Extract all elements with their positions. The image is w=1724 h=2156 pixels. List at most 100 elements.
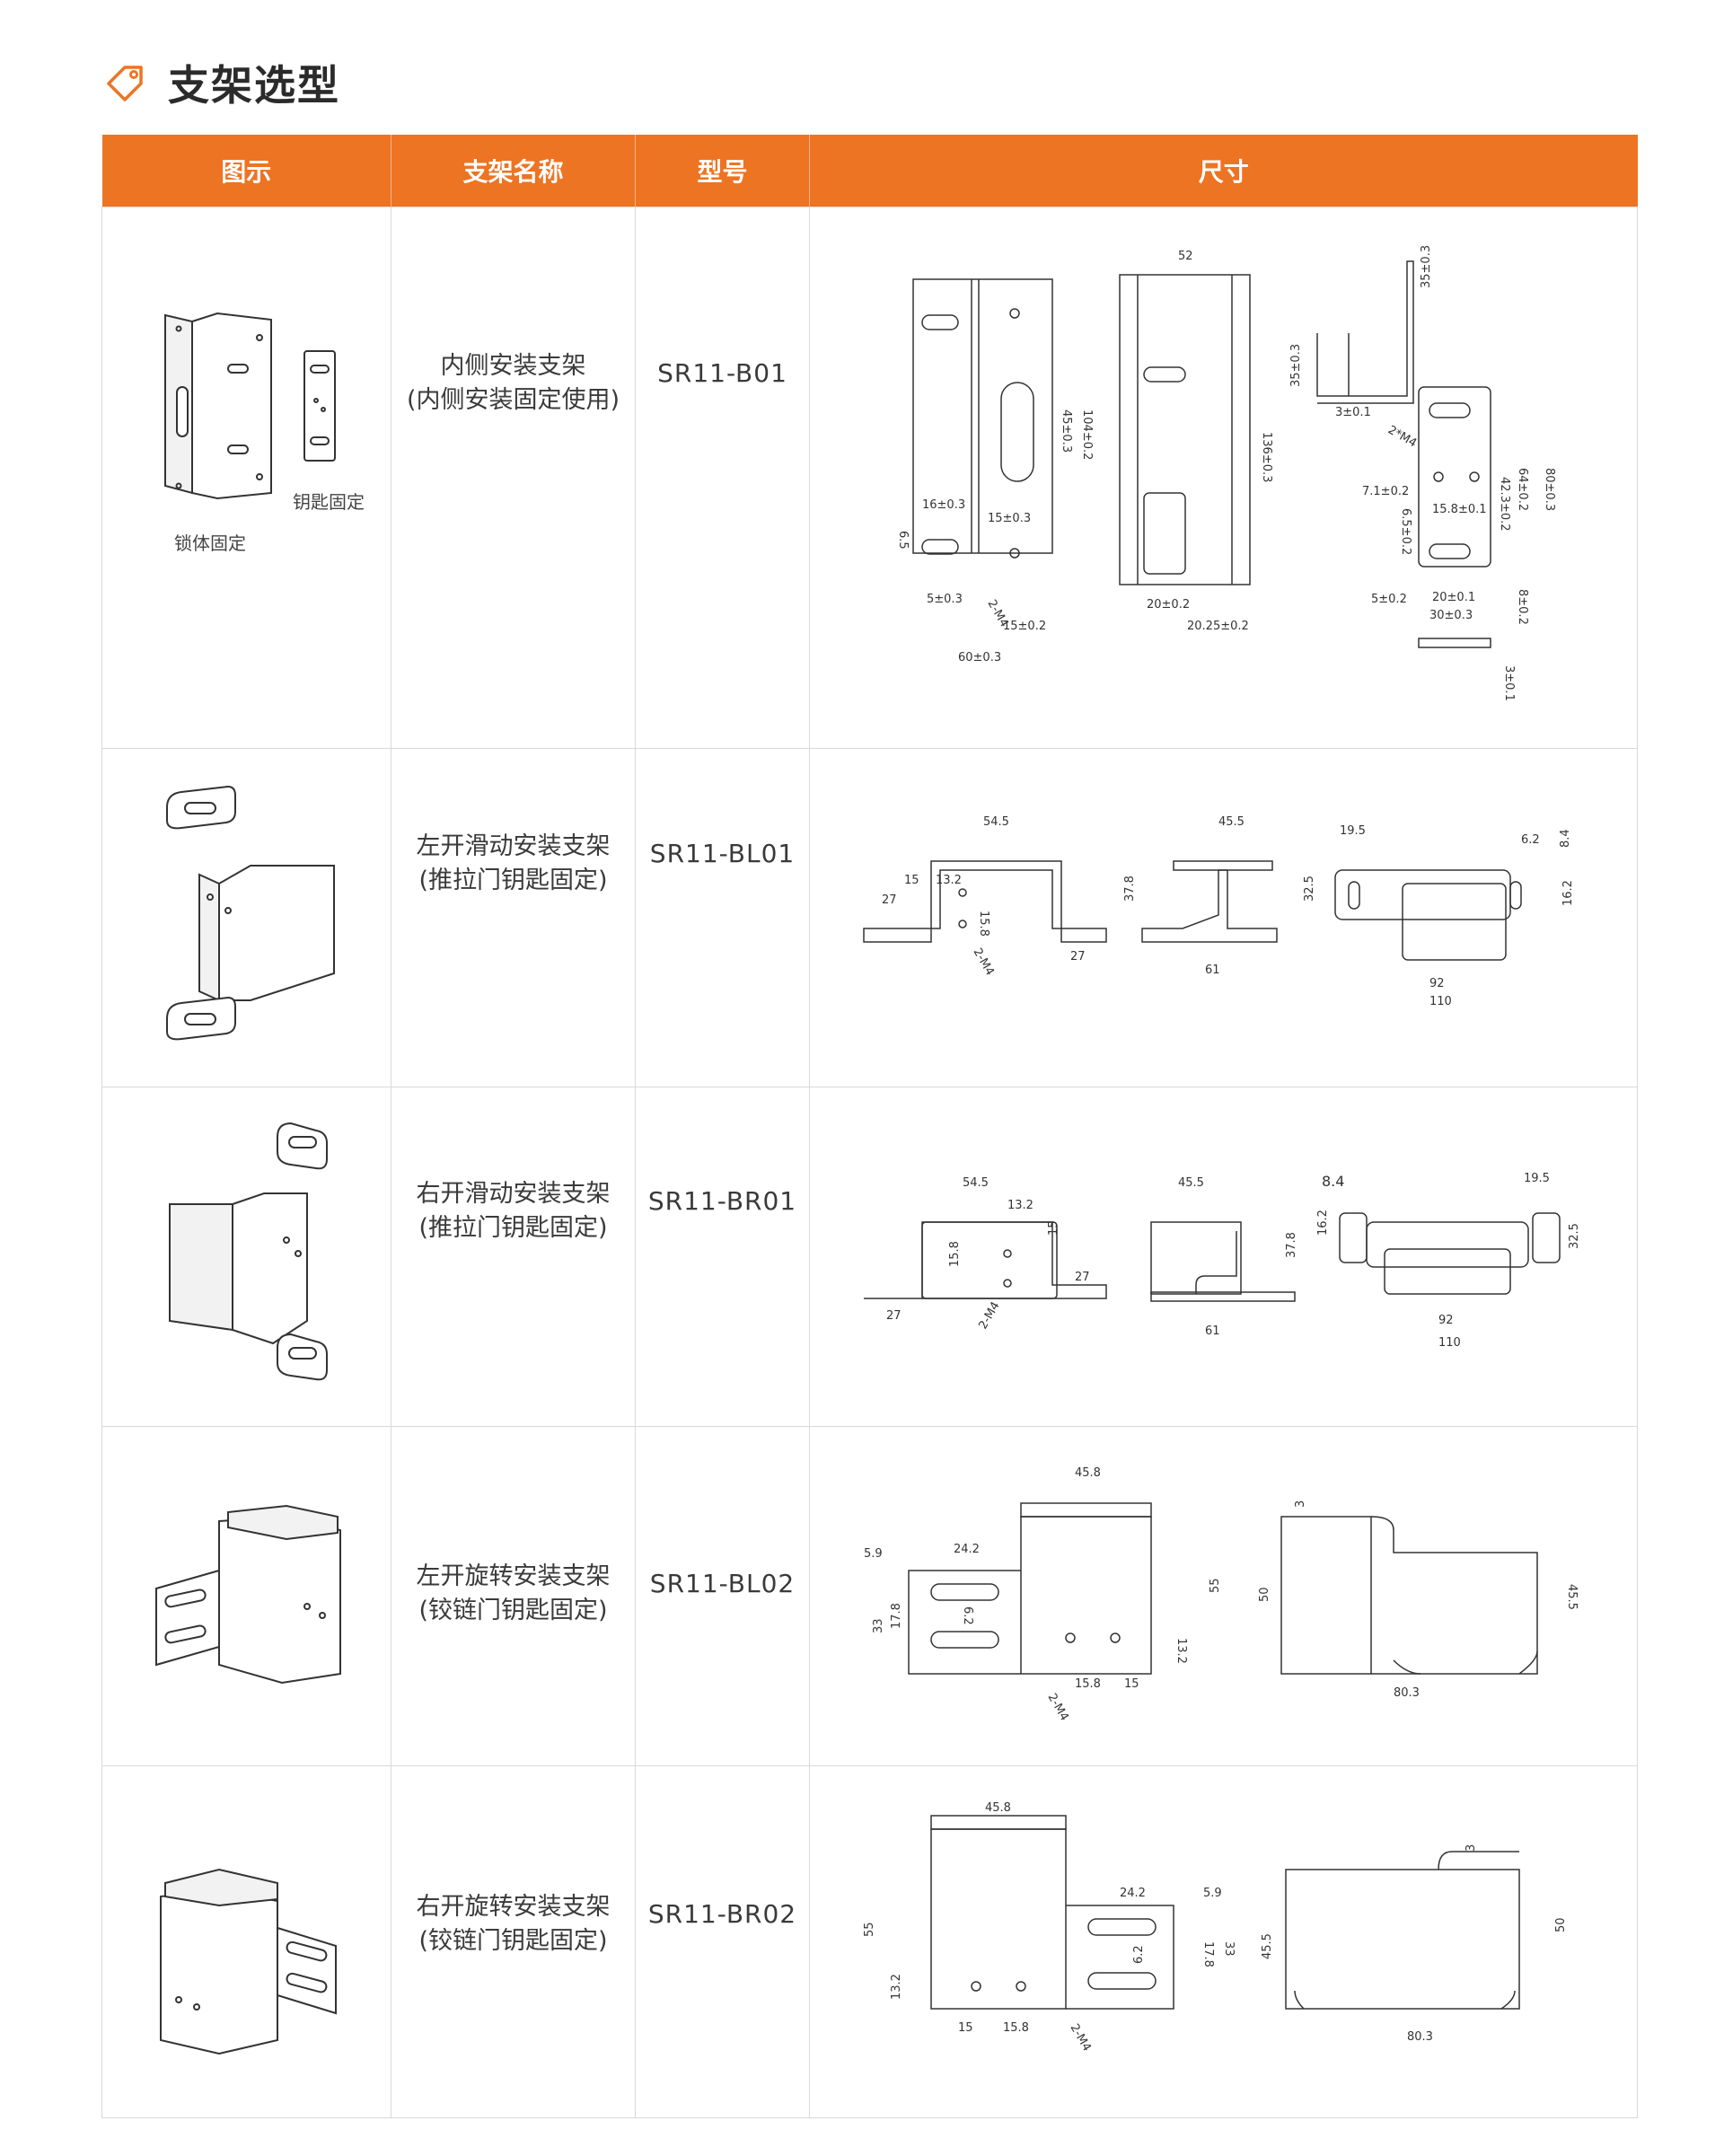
dimension-drawing-cell: 45.8 5.9 24.2 33 17.8 6.2 55 13.2 15.8 1… <box>809 1426 1638 1766</box>
illustration-cell: 钥匙固定 锁体固定 <box>101 207 391 749</box>
bracket-selection-table: 图示 支架名称 型号 尺寸 <box>101 135 1638 2118</box>
dim-label: 13.2 <box>1007 1199 1034 1212</box>
dim-label: 80.3 <box>1407 2030 1433 2044</box>
dim-label: 5.9 <box>1203 1887 1222 1900</box>
bracket-illustration <box>169 1122 328 1381</box>
dimension-drawing: 54.5 15 13.2 27 15.8 2-M4 27 45.5 37.8 6… <box>863 815 1575 1008</box>
dim-label: 3 <box>1465 1844 1478 1852</box>
header-illustration: 图示 <box>101 135 391 207</box>
dimension-drawing: 54.5 13.2 15 15.8 27 27 2-M4 45.5 37.8 6… <box>864 1172 1581 1350</box>
table-row: 右开滑动安装支架 (推拉门钥匙固定) SR11-BR01 <box>101 1087 1638 1427</box>
name-cell: 右开滑动安装支架 (推拉门钥匙固定) <box>391 1087 636 1427</box>
dim-label: 110 <box>1438 1336 1461 1350</box>
illustration-cell <box>101 748 391 1087</box>
dim-label: 3 <box>1294 1500 1307 1508</box>
dim-label: 45.5 <box>1565 1584 1579 1610</box>
bracket-name: 左开滑动安装支架 (推拉门钥匙固定) <box>416 832 611 894</box>
section-title: 支架选型 <box>103 56 340 110</box>
table-row: 左开旋转安装支架 (铰链门钥匙固定) SR11-BL02 <box>101 1426 1638 1766</box>
dim-label: 6.5 <box>896 531 910 550</box>
tag-icon <box>107 66 143 101</box>
table-row: 左开滑动安装支架 (推拉门钥匙固定) SR11-BL01 <box>101 748 1638 1087</box>
dim-label: 20.25±0.2 <box>1187 620 1249 633</box>
dim-label: 45.8 <box>985 1801 1011 1815</box>
dim-label: 45.5 <box>1178 1176 1204 1190</box>
dim-label: 24.2 <box>954 1543 980 1556</box>
dim-label: 27 <box>886 1309 902 1323</box>
bracket-illustration <box>166 785 335 1041</box>
dim-label: 17.8 <box>1201 1941 1215 1967</box>
dim-label: 15.8 <box>948 1241 962 1267</box>
dim-label: 3±0.1 <box>1502 665 1516 701</box>
bracket-name: 右开旋转安装支架 (铰链门钥匙固定) <box>416 1893 611 1955</box>
dimension-drawing-cell: 54.5 13.2 15 15.8 27 27 2-M4 45.5 37.8 6… <box>809 1087 1638 1427</box>
dim-label: 27 <box>1070 950 1086 964</box>
dim-label: 80±0.3 <box>1543 468 1556 511</box>
dim-label: 16±0.3 <box>922 498 965 512</box>
dim-label: 5±0.2 <box>1371 593 1407 606</box>
illustration-cell <box>101 1087 391 1427</box>
model-cell: SR11-BR01 <box>635 1087 810 1427</box>
dim-label: 80.3 <box>1394 1686 1420 1700</box>
dim-label: 15.8 <box>977 911 990 937</box>
table-header-row: 图示 支架名称 型号 尺寸 <box>101 135 1638 207</box>
model-number: SR11-BR02 <box>647 1899 797 1929</box>
dim-label: 37.8 <box>1123 876 1137 902</box>
table-row: 钥匙固定 锁体固定 内侧安装支架 (内侧安装固定使用) SR11-B01 <box>101 207 1638 749</box>
model-number: SR11-BL01 <box>649 839 796 868</box>
dim-label: 6.2 <box>961 1606 974 1625</box>
dim-label: 32.5 <box>1568 1223 1581 1249</box>
dim-label: 50 <box>1554 1917 1568 1932</box>
dim-label: 13.2 <box>936 874 962 887</box>
dim-label: 19.5 <box>1524 1172 1550 1185</box>
dim-label: 54.5 <box>963 1176 989 1190</box>
dim-label: 55 <box>1209 1578 1222 1593</box>
illustration-cell <box>101 1426 391 1766</box>
dim-label: 20±0.1 <box>1432 591 1475 604</box>
dim-label: 50 <box>1258 1587 1271 1602</box>
dim-label: 13.2 <box>1174 1638 1188 1664</box>
dim-label: 60±0.3 <box>958 651 1001 664</box>
dimension-drawing-cell: 45.8 55 24.2 5.9 17.8 33 6.2 13.2 15 15.… <box>809 1765 1638 2118</box>
dim-label: 45.8 <box>1075 1466 1101 1480</box>
dim-label: 5±0.3 <box>927 593 963 606</box>
dim-label: 110 <box>1429 995 1452 1008</box>
dim-label: 45.5 <box>1218 815 1245 829</box>
bracket-illustration <box>164 312 336 500</box>
dim-label: 15 <box>958 2021 973 2035</box>
dim-label: 15 <box>904 874 919 887</box>
dim-label: 45.5 <box>1261 1933 1274 1959</box>
bracket-illustration <box>160 1868 337 2055</box>
dim-label: 45±0.3 <box>1060 409 1073 453</box>
name-cell: 右开旋转安装支架 (铰链门钥匙固定) <box>391 1765 636 2118</box>
bracket-name: 左开旋转安装支架 (铰链门钥匙固定) <box>416 1562 611 1624</box>
dim-label: 104±0.2 <box>1080 409 1094 460</box>
name-cell: 左开旋转安装支架 (铰链门钥匙固定) <box>391 1426 636 1766</box>
dim-label: 15 <box>1124 1677 1139 1691</box>
dim-label: 52 <box>1178 250 1193 263</box>
model-cell: SR11-BR02 <box>635 1765 810 2118</box>
dim-label: 32.5 <box>1303 876 1316 902</box>
header-model: 型号 <box>635 135 810 207</box>
dim-label: 15±0.3 <box>988 512 1031 525</box>
dim-label: 2-M4 <box>976 1299 1002 1332</box>
dim-label: 20±0.2 <box>1147 598 1190 612</box>
dim-label: 17.8 <box>890 1603 903 1629</box>
dim-label: 16.2 <box>1316 1210 1330 1236</box>
dim-label: 19.5 <box>1340 824 1366 838</box>
dim-label: 15 <box>1047 1220 1060 1236</box>
dim-label: 15±0.2 <box>1003 620 1046 633</box>
model-number: SR11-B01 <box>657 358 787 388</box>
dim-label: 15.8 <box>1075 1677 1101 1691</box>
model-cell: SR11-BL01 <box>635 748 810 1087</box>
dim-label: 27 <box>1075 1271 1090 1284</box>
header-dimensions: 尺寸 <box>809 135 1638 207</box>
dim-label: 2-M4 <box>971 946 997 979</box>
dim-label: 92 <box>1438 1314 1454 1327</box>
dim-label: 33 <box>872 1618 885 1633</box>
name-cell: 左开滑动安装支架 (推拉门钥匙固定) <box>391 748 636 1087</box>
bracket-name: 内侧安装支架 (内侧安装固定使用) <box>406 352 620 414</box>
dimension-drawing: 52 136±0.3 104±0.2 45±0.3 16±0.3 15±0.3 … <box>896 245 1556 701</box>
illustration-cell <box>101 1765 391 2118</box>
page-title: 支架选型 <box>168 61 340 110</box>
